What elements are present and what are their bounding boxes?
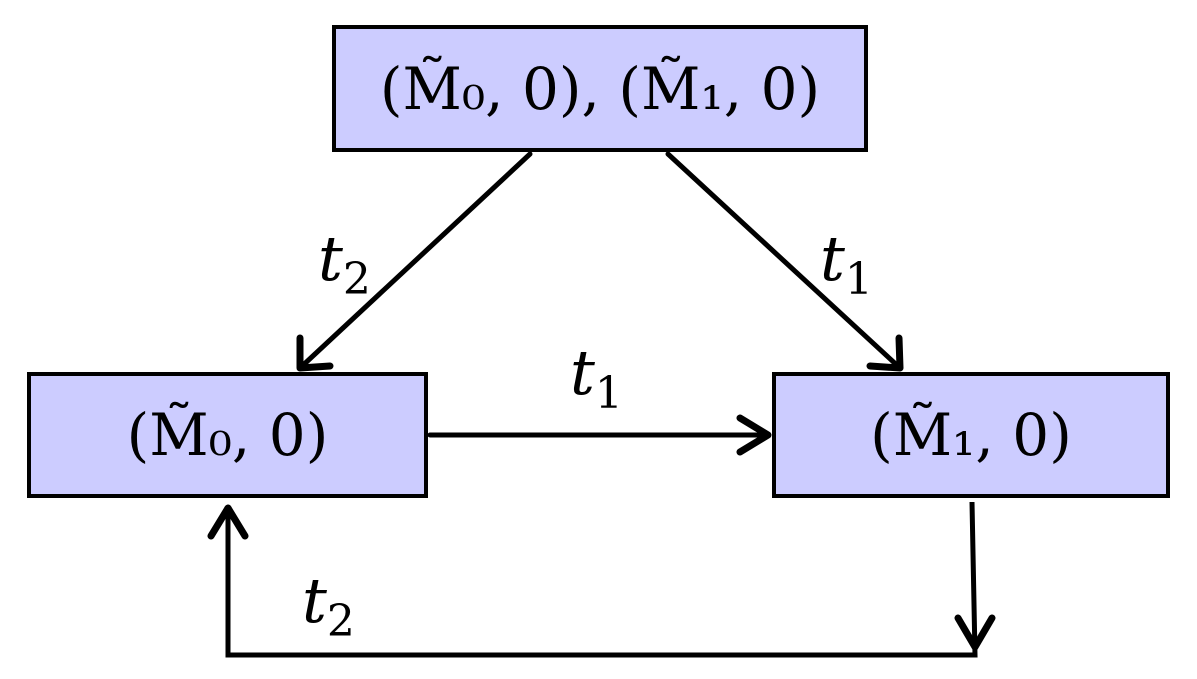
- edge-top-to-left: [296, 151, 533, 372]
- edge-label-sub: 2: [342, 254, 371, 305]
- edge-label-sub: 1: [594, 368, 623, 419]
- edge-label-top-left: t2: [318, 228, 371, 302]
- arrowhead-icon: [954, 614, 996, 651]
- edge-right-to-left: [207, 501, 996, 658]
- arrowhead-icon: [296, 334, 334, 372]
- node-right-label: (M̃₁, 0): [870, 401, 1072, 469]
- node-top: (M̃₀, 0), (M̃₁, 0): [332, 25, 868, 152]
- edge-label-var: t: [318, 222, 343, 295]
- edge-top-to-right: [665, 151, 904, 372]
- arrowhead-icon: [736, 414, 772, 456]
- edge-label-left-right: t1: [570, 342, 623, 416]
- node-left: (M̃₀, 0): [27, 372, 428, 498]
- edge-label-right-left: t2: [302, 570, 355, 644]
- edge-label-top-right: t1: [820, 228, 873, 302]
- edge-label-sub: 2: [326, 596, 355, 647]
- edge-label-var: t: [302, 564, 327, 637]
- edge-left-to-right: [427, 414, 772, 456]
- edge-label-sub: 1: [844, 254, 873, 305]
- node-right: (M̃₁, 0): [772, 372, 1170, 498]
- edge-label-var: t: [570, 336, 595, 409]
- node-top-label: (M̃₀, 0), (M̃₁, 0): [379, 54, 821, 123]
- node-left-label: (M̃₀, 0): [126, 401, 329, 469]
- arrowhead-icon: [866, 334, 904, 372]
- arrowhead-icon: [207, 504, 249, 540]
- edge-label-var: t: [820, 222, 845, 295]
